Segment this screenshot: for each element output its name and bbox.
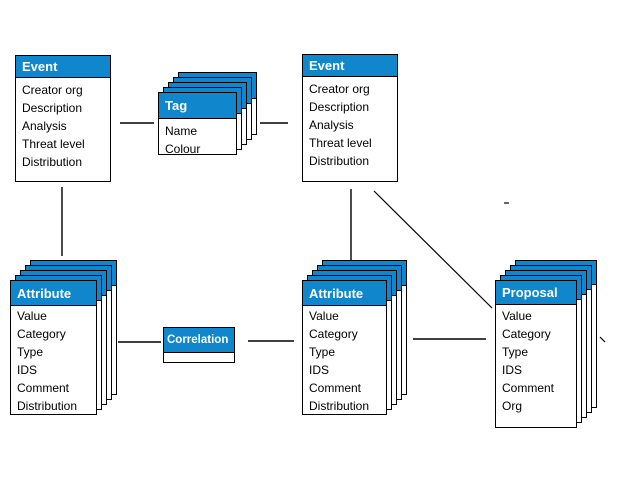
entity-correlation: Correlation [163, 327, 235, 363]
artifact-tick [599, 336, 606, 343]
field-label: Type [309, 345, 336, 359]
field-label: Value [309, 309, 339, 323]
field-label: Comment [502, 381, 555, 395]
entity-tag: Tag Name Colour [158, 72, 257, 156]
field-label: Type [502, 345, 529, 359]
entity-attribute-left: Attribute Value Category Type IDS Commen… [10, 260, 117, 415]
entity-event-left: Event Creator org Description Analysis T… [15, 55, 111, 182]
field-label: Description [309, 100, 370, 114]
entity-proposal: Proposal Value Category Type IDS Comment… [495, 260, 597, 428]
field-label: Category [309, 327, 358, 341]
entity-title: Attribute [11, 281, 96, 306]
entity-title: Proposal [496, 281, 576, 305]
field-label: Description [22, 101, 83, 115]
field-label: Creator org [22, 83, 83, 97]
field-label: Category [502, 327, 551, 341]
entity-title: Event [303, 55, 397, 77]
field-label: IDS [309, 363, 330, 377]
entity-title: Correlation [164, 328, 234, 353]
field-label: Threat level [309, 136, 372, 150]
field-label: Comment [17, 381, 70, 395]
entity-attribute-middle: Attribute Value Category Type IDS Commen… [302, 260, 407, 415]
field-label: Distribution [22, 155, 83, 169]
field-label: Name [165, 124, 198, 138]
field-label: Distribution [309, 154, 370, 168]
entity-title: Event [16, 56, 110, 78]
field-label: Threat level [22, 137, 85, 151]
field-label: Type [17, 345, 44, 359]
field-label: Colour [165, 142, 201, 156]
field-label: Analysis [309, 118, 354, 132]
field-label: Category [17, 327, 66, 341]
entity-title: Attribute [303, 281, 386, 306]
field-label: Distribution [17, 399, 78, 413]
field-label: Distribution [309, 399, 370, 413]
field-label: Creator org [309, 82, 370, 96]
entity-event-right: Event Creator org Description Analysis T… [302, 54, 398, 182]
field-label: IDS [502, 363, 523, 377]
entity-title: Tag [159, 93, 236, 119]
field-label: Analysis [22, 119, 67, 133]
field-label: Value [17, 309, 47, 323]
field-label: Comment [309, 381, 362, 395]
field-label: Value [502, 309, 532, 323]
field-label: Org [502, 399, 523, 413]
field-label: IDS [17, 363, 38, 377]
